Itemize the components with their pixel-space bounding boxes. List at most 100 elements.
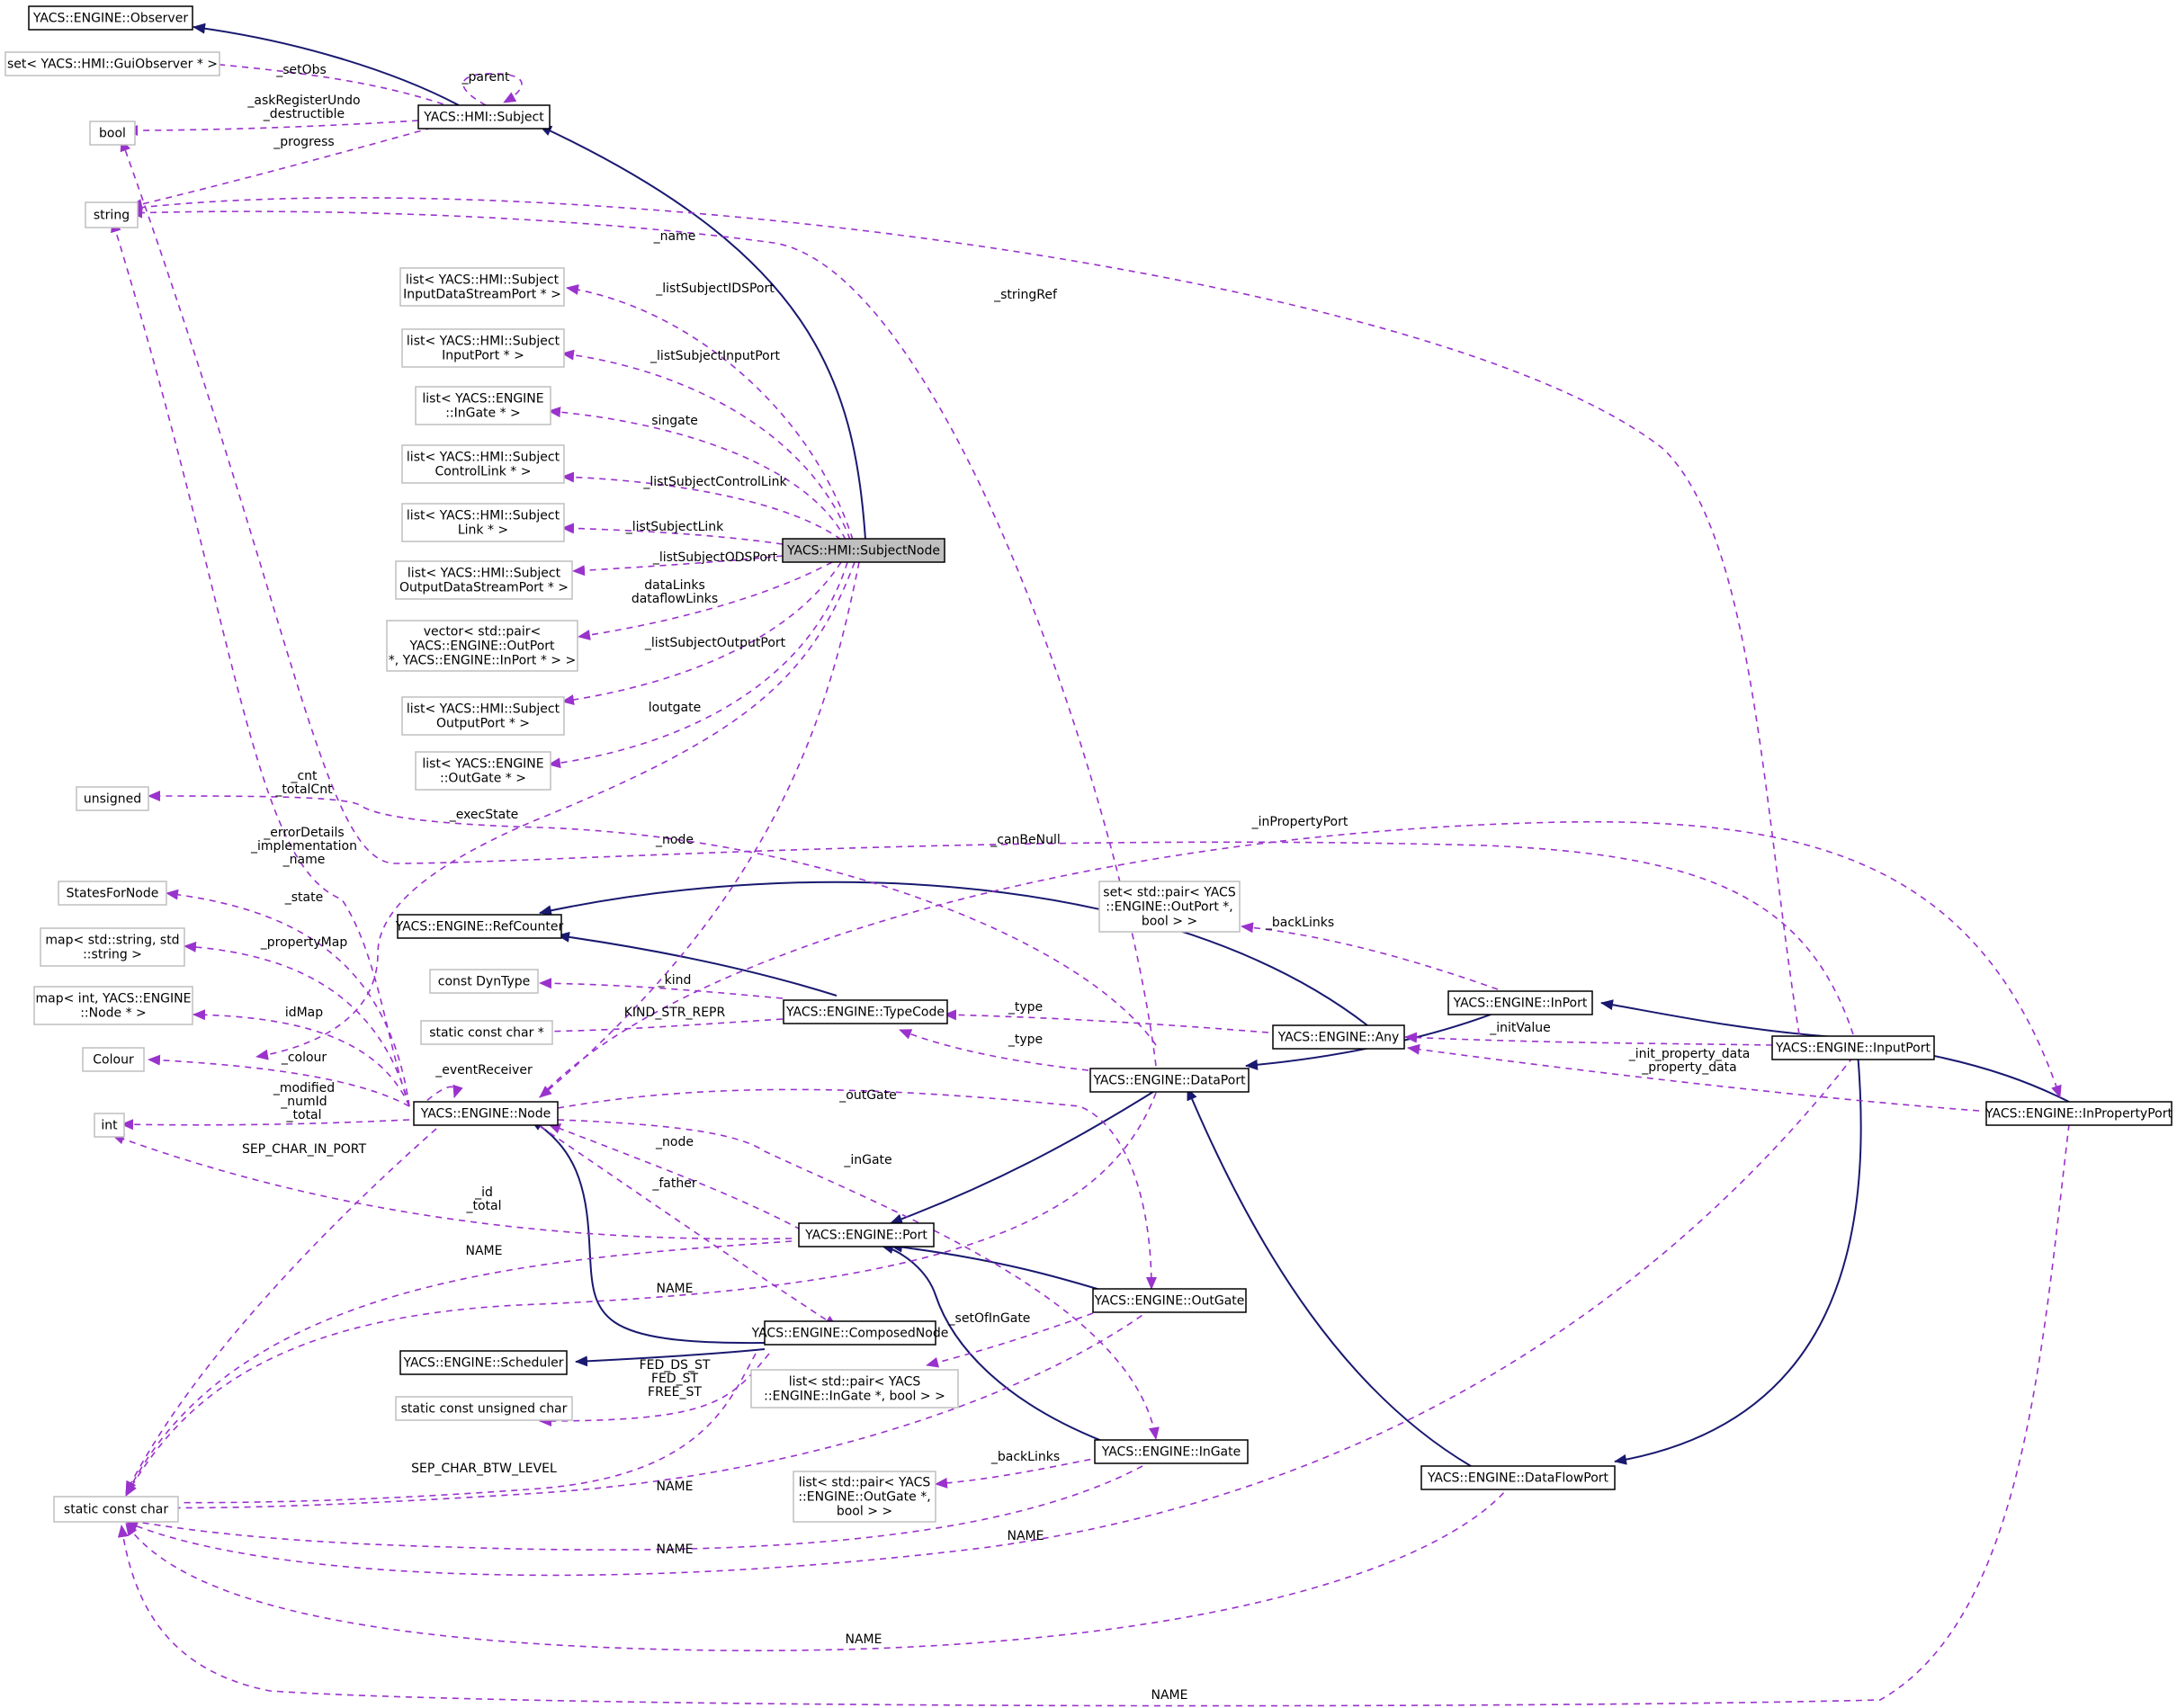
edge-label-dataLinks: dataLinks xyxy=(644,578,705,593)
edge-label-nameG: NAME xyxy=(1151,1688,1188,1703)
edge-initvalue xyxy=(1404,1032,1773,1046)
node-label: ::OutGate * > xyxy=(440,772,526,786)
edge-label-lsCtrl: _listSubjectControlLink xyxy=(642,475,787,489)
node-label: vector< std::pair< xyxy=(424,625,542,639)
edge-label-cnt: _cnt xyxy=(290,769,318,783)
node-box xyxy=(4,51,220,76)
edge-sepcharinport xyxy=(125,1128,437,1494)
node-box xyxy=(413,1101,559,1126)
edge-label-errorDetails: _implementation xyxy=(250,839,357,854)
edge-composednode-to-scheduler xyxy=(575,1348,766,1367)
node-label: YACS::ENGINE::DataPort xyxy=(1092,1074,1246,1088)
edge-ingate xyxy=(557,1119,1160,1440)
edge-execstate xyxy=(255,561,856,1060)
edge-label-type1: _type xyxy=(1008,1000,1043,1015)
node-listLink: list< YACS::HMI::SubjectLink * > xyxy=(401,503,565,542)
node-label: list< std::pair< YACS xyxy=(789,1375,921,1390)
node-listODS: list< YACS::HMI::SubjectOutputDataStream… xyxy=(395,560,573,600)
node-dataFlowPort[interactable]: YACS::ENGINE::DataFlowPort xyxy=(1420,1465,1616,1490)
node-inGate[interactable]: YACS::ENGINE::InGate xyxy=(1094,1439,1249,1464)
node-label: YACS::ENGINE::RefCounter xyxy=(395,920,564,934)
node-box xyxy=(33,986,193,1025)
node-box xyxy=(1447,990,1593,1015)
node-inputPort[interactable]: YACS::ENGINE::InputPort xyxy=(1771,1035,1935,1060)
edge-inputport-to-inport xyxy=(1600,999,1836,1038)
node-label: YACS::ENGINE::Port xyxy=(804,1229,927,1243)
node-label: YACS::HMI::Subject xyxy=(423,111,544,125)
edge-name1 xyxy=(130,207,1157,1067)
node-subjectNode[interactable]: YACS::HMI::SubjectNode xyxy=(782,538,945,563)
node-subject[interactable]: YACS::HMI::Subject xyxy=(417,104,551,130)
edge-sepcharbtw xyxy=(134,1353,757,1508)
node-dataPort[interactable]: YACS::ENGINE::DataPort xyxy=(1089,1068,1250,1093)
node-box xyxy=(1089,1068,1250,1093)
node-refCounter[interactable]: YACS::ENGINE::RefCounter xyxy=(395,914,564,939)
edge-loutgate xyxy=(548,561,848,769)
edge-label-node2: _node xyxy=(655,1135,694,1149)
node-listInput: list< YACS::HMI::SubjectInputPort * > xyxy=(401,328,565,368)
edge-label-nameF: NAME xyxy=(846,1632,882,1647)
node-box xyxy=(429,969,539,994)
node-listPairIn: list< std::pair< YACS::ENGINE::InGate *,… xyxy=(750,1369,959,1408)
node-port[interactable]: YACS::ENGINE::Port xyxy=(798,1222,935,1247)
node-box xyxy=(28,5,193,31)
edge-label-modified: _total xyxy=(285,1108,321,1122)
edge-label-father: _father xyxy=(651,1176,696,1191)
node-composedNode[interactable]: YACS::ENGINE::ComposedNode xyxy=(751,1320,949,1346)
node-statesForNode: StatesForNode xyxy=(58,881,167,906)
node-unsigned: unsigned xyxy=(76,786,149,811)
node-label: list< std::pair< YACS xyxy=(799,1476,931,1490)
node-label: *, YACS::ENGINE::InPort * > > xyxy=(389,654,576,668)
edge-idtotal xyxy=(112,1133,793,1240)
edge-type2 xyxy=(899,1029,1089,1071)
edge-label-idTotal: _total xyxy=(465,1199,501,1213)
node-box xyxy=(1092,1288,1247,1313)
node-label: ::ENGINE::OutPort *, xyxy=(1106,900,1233,915)
node-any[interactable]: YACS::ENGINE::Any xyxy=(1272,1024,1405,1050)
node-listInGate: list< YACS::ENGINE::InGate * > xyxy=(415,386,551,425)
edge-idmap xyxy=(193,1009,410,1107)
node-box xyxy=(420,1020,553,1045)
node-label: map< int, YACS::ENGINE xyxy=(36,992,192,1006)
node-label: set< std::pair< YACS xyxy=(1103,886,1236,900)
node-box xyxy=(94,1113,125,1138)
node-label: YACS::ENGINE::TypeCode xyxy=(785,1006,945,1020)
node-observer[interactable]: YACS::ENGINE::Observer xyxy=(28,5,193,31)
edge-label-node1: _node xyxy=(655,833,694,847)
node-node[interactable]: YACS::ENGINE::Node xyxy=(413,1101,559,1126)
node-inPort[interactable]: YACS::ENGINE::InPort xyxy=(1447,990,1593,1015)
edge-singate xyxy=(548,407,847,541)
node-label: Link * > xyxy=(458,523,508,538)
edge-dataport-to-port xyxy=(890,1089,1157,1225)
node-scc: static const char xyxy=(53,1496,179,1523)
edge-label-fedDs: FED_ST xyxy=(651,1372,699,1386)
edge-label-progress: _progress xyxy=(273,135,334,149)
node-scheduler[interactable]: YACS::ENGINE::Scheduler xyxy=(399,1350,568,1375)
node-box xyxy=(89,121,136,146)
node-label: list< YACS::HMI::Subject xyxy=(407,451,560,465)
edge-label-kind: _kind xyxy=(658,973,692,988)
node-int: int xyxy=(94,1113,125,1138)
node-box xyxy=(782,538,945,563)
node-outGate[interactable]: YACS::ENGINE::OutGate xyxy=(1092,1288,1247,1313)
node-inPropertyPort[interactable]: YACS::ENGINE::InPropertyPort xyxy=(1984,1101,2173,1126)
node-label: const DynType xyxy=(438,975,530,989)
node-label: YACS::ENGINE::ComposedNode xyxy=(751,1327,949,1341)
node-label: list< YACS::HMI::Subject xyxy=(407,702,560,717)
edge-name-b xyxy=(125,1092,1157,1497)
edge-lsctrl xyxy=(561,471,842,541)
edge-label-fedDs: FED_DS_ST xyxy=(640,1358,711,1373)
edge-label-name1: _name xyxy=(653,229,696,244)
edge-label-nameC: NAME xyxy=(657,1480,694,1494)
edge-label-inPropertyPort: _inPropertyPort xyxy=(1251,815,1348,829)
edge-name-e xyxy=(125,1056,1854,1577)
edge-label-nameD: NAME xyxy=(657,1543,694,1557)
edge-setobs xyxy=(202,58,455,109)
node-typeCode[interactable]: YACS::ENGINE::TypeCode xyxy=(783,999,948,1024)
edge-propertymap xyxy=(184,941,410,1107)
node-box xyxy=(58,881,167,906)
edge-name-d xyxy=(125,1465,1143,1551)
node-label: map< std::string, std xyxy=(45,934,179,948)
edge-lslink xyxy=(561,523,784,545)
node-box xyxy=(395,1396,573,1421)
